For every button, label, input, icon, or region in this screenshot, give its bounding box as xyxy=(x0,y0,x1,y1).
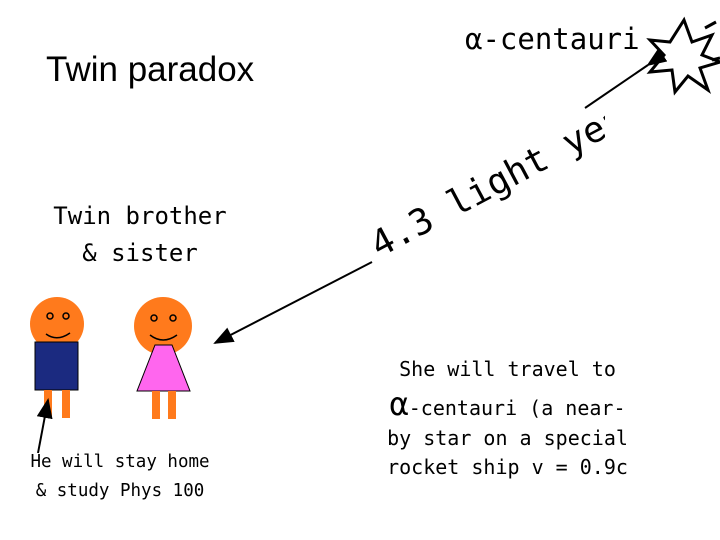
twins-label-line2: & sister xyxy=(20,235,260,272)
sister-figure xyxy=(134,297,192,419)
brother-caption: He will stay home & study Phys 100 xyxy=(10,448,230,506)
distance-text: 4.3 light years xyxy=(365,110,605,260)
twins-label-line1: Twin brother xyxy=(20,198,260,235)
brother-shirt xyxy=(35,342,78,390)
sister-caption-line4: rocket ship v = 0.9c xyxy=(375,453,640,482)
sister-leg-right xyxy=(168,391,176,419)
sister-caption-line2: -centauri (a near- xyxy=(409,396,626,420)
alpha-symbol: α xyxy=(465,22,482,56)
star-name: -centauri xyxy=(482,22,639,56)
sister-caption-line3: by star on a special xyxy=(375,424,640,453)
brother-caption-line1: He will stay home xyxy=(10,448,230,477)
page-title: Twin paradox xyxy=(46,50,254,90)
distance-label: 4.3 light years xyxy=(365,110,605,260)
brother-caption-line2: & study Phys 100 xyxy=(10,477,230,506)
brother-leg-right xyxy=(62,390,70,418)
sister-caption-line1: She will travel to xyxy=(375,355,640,384)
distance-arrow-lower xyxy=(215,262,372,343)
sister-caption: She will travel to α-centauri (a near- b… xyxy=(375,355,640,482)
distance-arrow-line xyxy=(585,65,648,108)
sister-leg-left xyxy=(152,391,160,419)
brother-figure xyxy=(30,297,84,418)
sister-dress xyxy=(137,345,190,391)
alpha-symbol-caption: α xyxy=(389,385,408,423)
brother-arrow xyxy=(38,400,48,453)
star-label: α-centauri xyxy=(465,22,640,56)
twins-label: Twin brother & sister xyxy=(20,198,260,272)
star-icon xyxy=(650,20,720,92)
